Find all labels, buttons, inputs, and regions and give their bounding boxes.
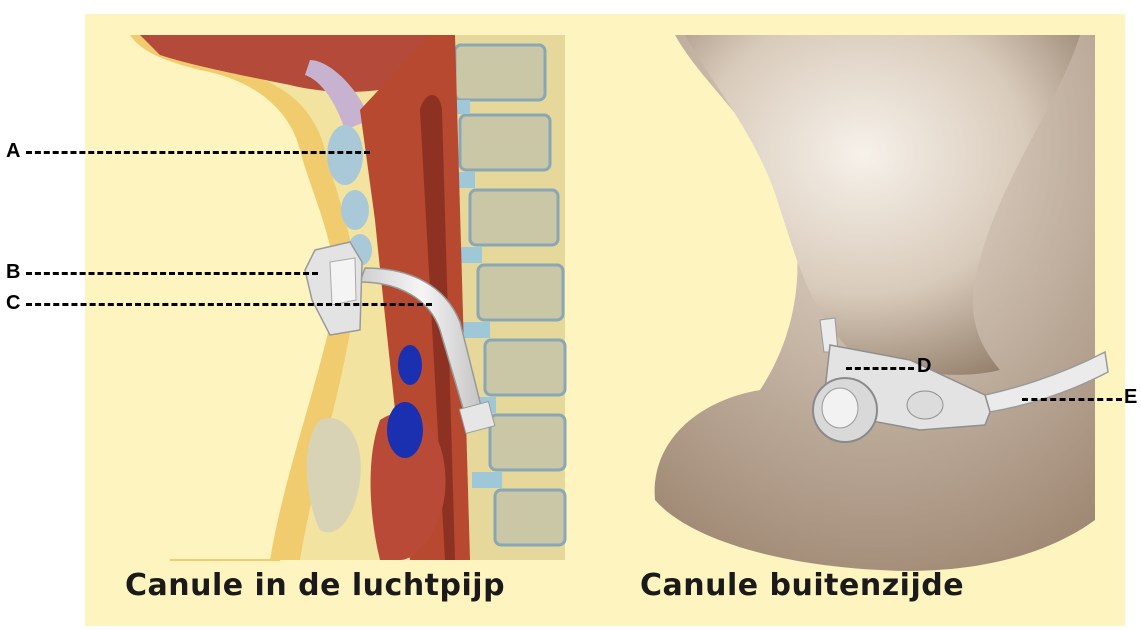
vein-upper [398, 345, 422, 385]
label-c: C [6, 292, 20, 315]
left-caption: Canule in de luchtpijp [125, 568, 505, 603]
leader-line-a [26, 151, 370, 154]
label-b: B [6, 261, 20, 284]
label-a: A [6, 140, 20, 163]
leader-line-c [26, 303, 432, 306]
leader-line-e [1022, 398, 1122, 401]
label-e: E [1124, 386, 1137, 409]
right-caption: Canule buitenzijde [640, 568, 964, 603]
leader-line-d [846, 367, 914, 370]
leader-line-b [26, 272, 318, 275]
vein-lower [387, 402, 423, 458]
label-d: D [917, 355, 931, 378]
